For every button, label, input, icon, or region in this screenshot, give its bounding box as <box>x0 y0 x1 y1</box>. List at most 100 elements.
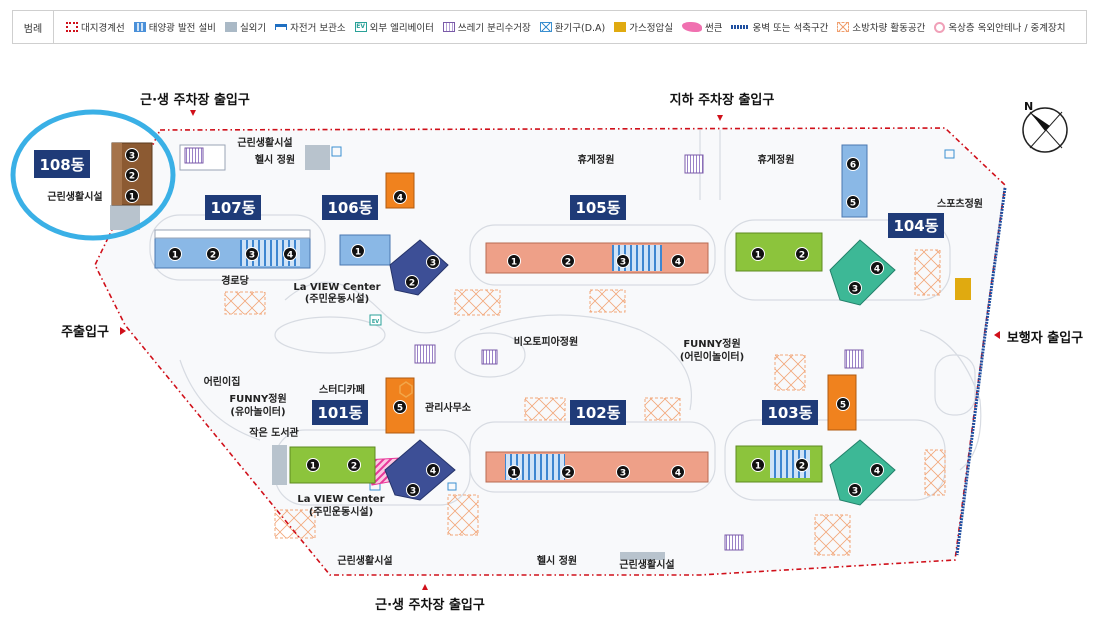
legend-label: 태양광 발전 설비 <box>148 23 216 34</box>
unit-line-marker <box>426 255 440 269</box>
legend-title: 범례 <box>13 11 54 43</box>
legend-item-antenna: 옥상층 옥외안테나 / 중계장치 <box>934 20 1066 34</box>
unit-line-number: 3 <box>410 487 416 497</box>
gas-station <box>955 278 971 300</box>
place-label: 휴게정원 <box>578 153 615 166</box>
vent-icon <box>944 149 955 159</box>
compass: N <box>1022 100 1068 153</box>
legend-item-outdoor-unit: 실외기 <box>224 20 266 34</box>
building-106[interactable] <box>339 172 449 296</box>
place-label: (주민운동시설) <box>305 292 369 305</box>
legend-label: 옹벽 또는 석축구간 <box>752 23 829 34</box>
unit-line-marker <box>351 244 365 258</box>
bike-swatch <box>275 24 288 30</box>
unit-line-number: 1 <box>755 462 761 472</box>
gas-swatch <box>614 22 627 32</box>
unit-line-number: 5 <box>850 199 856 209</box>
place-label: 근린생활시설 <box>47 190 102 203</box>
legend-label: 외부 엘리베이터 <box>369 23 434 34</box>
unit-line-marker <box>347 458 361 472</box>
unit-line-marker <box>671 254 685 268</box>
unit-line-marker <box>393 400 407 414</box>
entrance-markers <box>120 110 1000 590</box>
legend-label: 자전거 보관소 <box>290 23 346 34</box>
place-labels: 근린생활시설 근린생활시설 헬시 정원 휴게정원 휴게정원 스포츠정원 경로당 … <box>47 136 983 571</box>
building-label-102: 102동 <box>575 404 620 422</box>
unit-line-number: 3 <box>620 469 626 479</box>
unit-line-number: 5 <box>397 404 403 414</box>
unit-line-number: 3 <box>852 487 858 497</box>
legend-item-solar: 태양광 발전 설비 <box>133 20 216 34</box>
unit-line-number: 4 <box>675 469 681 479</box>
unit-line-marker <box>125 168 139 182</box>
unit-line-number: 4 <box>287 251 293 261</box>
building-102[interactable] <box>485 451 709 483</box>
outdoor-unit-swatch <box>224 22 237 32</box>
ev-icon: EV <box>372 319 379 325</box>
unit-line-marker <box>836 397 850 411</box>
unit-line-marker <box>393 190 407 204</box>
unit-line-number: 1 <box>755 251 761 261</box>
legend-label: 가스정압실 <box>629 23 673 34</box>
entrance-label: 근·생 주차장 출입구 <box>375 597 485 613</box>
entrance-label: 지하 주차장 출입구 <box>670 92 775 108</box>
place-label: La VIEW Center <box>293 282 380 293</box>
place-label: (어린이놀이터) <box>680 350 744 363</box>
place-label: 작은 도서관 <box>249 426 299 439</box>
vent-icon <box>447 482 457 491</box>
place-label: 근린생활시설 <box>337 554 392 567</box>
antenna-icon <box>934 21 946 33</box>
place-label: 휴게정원 <box>758 153 795 166</box>
legend-label: 옥상층 옥외안테나 / 중계장치 <box>948 23 1066 34</box>
retaining-swatch <box>731 25 750 29</box>
unit-line-marker <box>168 247 182 261</box>
unit-line-marker <box>870 463 884 477</box>
unit-line-number: 1 <box>511 469 517 479</box>
unit-line-number: 3 <box>249 251 255 261</box>
boundary-swatch <box>66 22 78 32</box>
legend-item-bike: 자전거 보관소 <box>275 20 346 34</box>
entrance-labels: 근·생 주차장 출입구 지하 주차장 출입구 주출입구 보행자 출입구 근·생 … <box>61 92 1083 613</box>
unit-line-number: 4 <box>874 467 880 477</box>
antenna-icon <box>399 381 413 398</box>
unit-line-marker <box>125 148 139 162</box>
unit-line-number: 1 <box>355 248 361 258</box>
unit-line-number: 5 <box>840 401 846 411</box>
place-label: 근린생활시설 <box>237 136 292 149</box>
unit-line-number: 4 <box>430 467 436 477</box>
unit-line-number: 3 <box>620 258 626 268</box>
unit-line-marker <box>245 247 259 261</box>
building-label-101: 101동 <box>317 404 362 422</box>
building-label-103: 103동 <box>767 404 812 422</box>
unit-line-marker <box>283 247 297 261</box>
fire-activity-areas <box>224 249 946 556</box>
unit-line-number: 4 <box>397 194 403 204</box>
building-label-104: 104동 <box>893 217 938 235</box>
unit-line-number: 1 <box>129 193 135 203</box>
unit-line-number: 2 <box>565 469 571 479</box>
unit-line-marker <box>848 281 862 295</box>
legend-label: 대지경계선 <box>81 23 125 34</box>
place-label: 헬시 정원 <box>537 554 577 567</box>
legend-label: 소방차량 활동공간 <box>852 23 926 34</box>
unit-line-number: 3 <box>129 152 135 162</box>
unit-line-number: 6 <box>850 161 856 171</box>
legend-item-gas: 가스정압실 <box>614 20 673 34</box>
unit-line-marker <box>561 465 575 479</box>
unit-line-number: 2 <box>799 462 805 472</box>
unit-line-number: 1 <box>172 251 178 261</box>
ev-icon: EV <box>354 22 367 32</box>
unit-line-number: 2 <box>210 251 216 261</box>
legend-label: 환기구(D.A) <box>554 23 606 34</box>
unit-line-marker <box>846 195 860 209</box>
legend-label: 쓰레기 분리수거장 <box>457 23 531 34</box>
unit-line-marker <box>795 247 809 261</box>
unit-line-marker <box>870 261 884 275</box>
unit-line-marker <box>507 465 521 479</box>
building-label-107: 107동 <box>210 199 255 217</box>
vent-icon <box>331 146 342 157</box>
entrance-label: 주출입구 <box>61 324 109 340</box>
unit-line-marker <box>507 254 521 268</box>
